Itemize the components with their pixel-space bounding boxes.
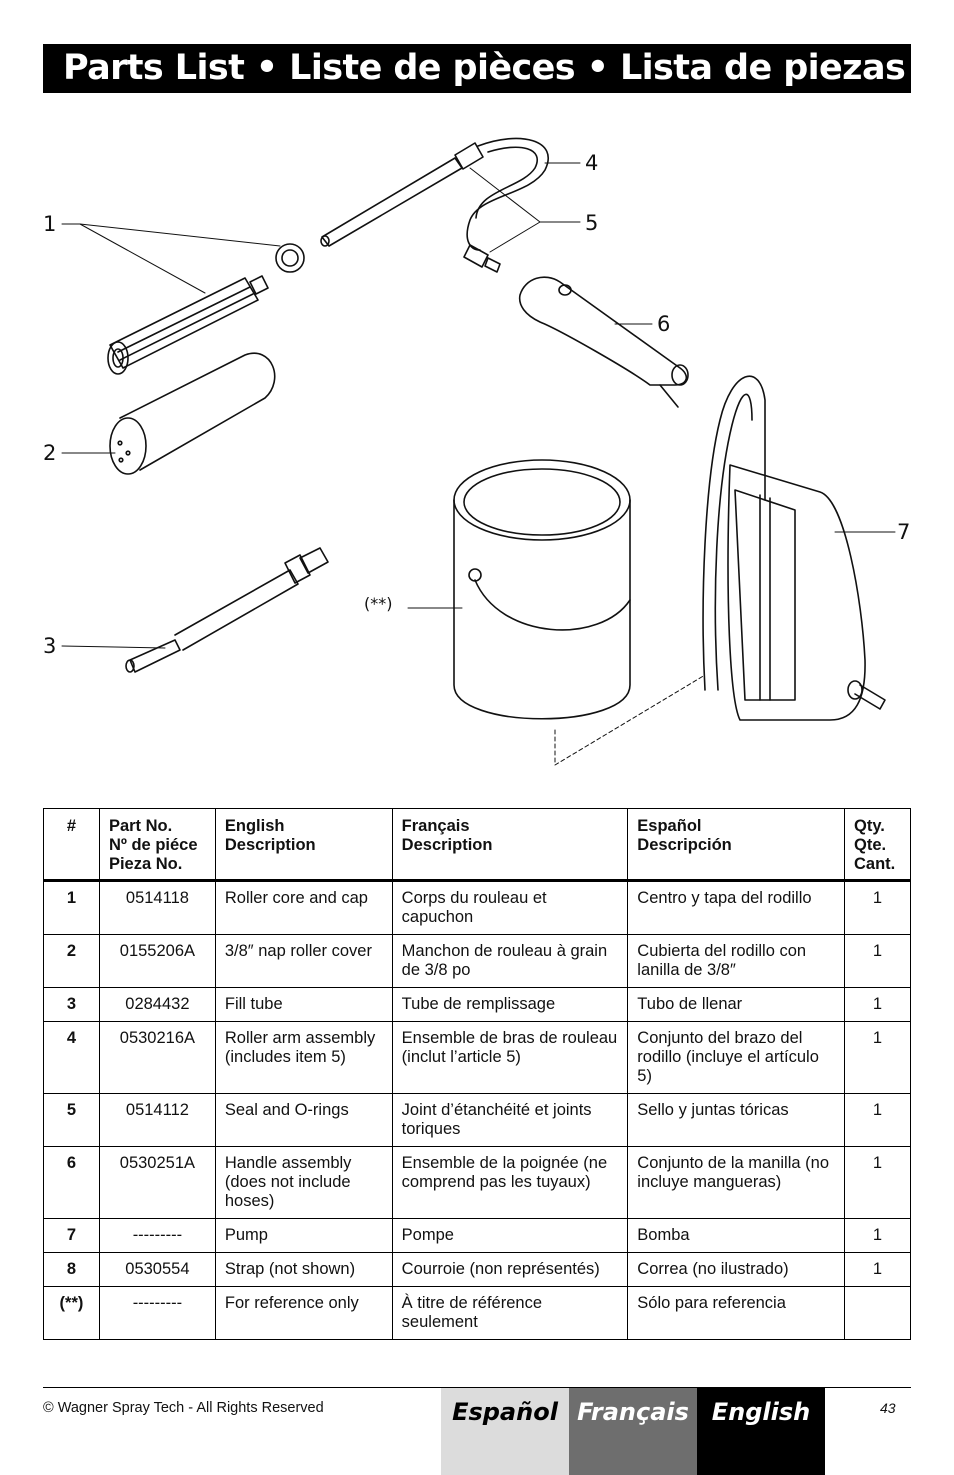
cell-spanish: Tubo de llenar	[627, 987, 845, 1022]
callout-6: 6	[657, 312, 671, 336]
parts-diagram: 1 2 3 4 5 6 7 (**)	[0, 100, 954, 780]
parts-illustration	[61, 137, 896, 766]
pump-drawing	[702, 375, 886, 721]
footer-rule	[43, 1387, 911, 1388]
cell-french: Ensemble de la poignée (ne comprend pas …	[391, 1146, 629, 1219]
cell-number: 7	[43, 1218, 100, 1253]
cell-part-no: 0530216A	[98, 1021, 216, 1094]
cell-english: Roller arm assembly (includes item 5)	[214, 1021, 393, 1094]
cell-part-no: 0514118	[98, 880, 216, 935]
cell-french: Corps du rouleau et capuchon	[391, 880, 629, 935]
page-title: Parts List • Liste de pièces • Lista de …	[63, 48, 906, 88]
cell-part-no: ---------	[98, 1218, 216, 1253]
cell-part-no: 0530251A	[98, 1146, 216, 1219]
roller-cover-drawing	[109, 352, 276, 475]
roller-core-drawing	[107, 243, 305, 375]
cell-english: Seal and O-rings	[214, 1093, 393, 1147]
cell-english: For reference only	[214, 1286, 393, 1340]
cell-english: Pump	[214, 1218, 393, 1253]
cell-qty: 1	[843, 1146, 912, 1219]
cell-english: Fill tube	[214, 987, 393, 1022]
cell-part-no: 0284432	[98, 987, 216, 1022]
cell-part-no: ---------	[98, 1286, 216, 1340]
language-tab-spanish[interactable]: Español	[441, 1388, 569, 1475]
cell-number: 3	[43, 987, 100, 1022]
cell-spanish: Bomba	[627, 1218, 845, 1253]
callout-2: 2	[43, 441, 57, 465]
roller-arm-drawing	[320, 137, 549, 273]
cell-number: 1	[43, 880, 100, 935]
callout-7: 7	[897, 520, 911, 544]
cell-number: 2	[43, 934, 100, 988]
copyright: © Wagner Spray Tech - All Rights Reserve…	[43, 1400, 324, 1416]
cell-english: Strap (not shown)	[214, 1252, 393, 1287]
callout-1: 1	[43, 212, 57, 236]
cell-french: Ensemble de bras de rouleau (inclut l’ar…	[391, 1021, 629, 1094]
cell-number: 5	[43, 1093, 100, 1147]
cell-number: 6	[43, 1146, 100, 1219]
cell-part-no: 0514112	[98, 1093, 216, 1147]
cell-qty: 1	[843, 880, 912, 935]
cell-english: Roller core and cap	[214, 880, 393, 935]
fill-tube-drawing	[125, 547, 329, 673]
title-bar: Parts List • Liste de pièces • Lista de …	[43, 44, 911, 93]
cell-french: Joint d’étanchéité et joints toriques	[391, 1093, 629, 1147]
cell-spanish: Sello y juntas tóricas	[627, 1093, 845, 1147]
cell-number: 8	[43, 1252, 100, 1287]
cell-spanish: Centro y tapa del rodillo	[627, 880, 845, 935]
cell-part-no: 0530554	[98, 1252, 216, 1287]
cell-english: 3/8″ nap roller cover	[214, 934, 393, 988]
callout-reference: (**)	[364, 594, 393, 613]
header-number: #	[43, 808, 100, 882]
language-tab-english[interactable]: English	[697, 1388, 825, 1475]
cell-qty: 1	[843, 987, 912, 1022]
handle-drawing	[518, 276, 689, 408]
cell-qty	[843, 1286, 912, 1340]
page-number: 43	[880, 1400, 896, 1416]
cell-qty: 1	[843, 1093, 912, 1147]
cell-english: Handle assembly (does not include hoses)	[214, 1146, 393, 1219]
cell-spanish: Conjunto del brazo del rodillo (incluye …	[627, 1021, 845, 1094]
cell-french: À titre de référence seulement	[391, 1286, 629, 1340]
cell-spanish: Cubierta del rodillo con lanilla de 3/8″	[627, 934, 845, 988]
header-qty: Qty.Qte.Cant.	[843, 808, 912, 882]
paint-can-drawing	[453, 459, 706, 766]
cell-qty: 1	[843, 934, 912, 988]
cell-spanish: Correa (no ilustrado)	[627, 1252, 845, 1287]
cell-qty: 1	[843, 1218, 912, 1253]
callout-5: 5	[585, 211, 599, 235]
cell-number: (**)	[43, 1286, 100, 1340]
cell-qty: 1	[843, 1021, 912, 1094]
cell-spanish: Sólo para referencia	[627, 1286, 845, 1340]
language-tab-french[interactable]: Français	[569, 1388, 697, 1475]
cell-french: Tube de remplissage	[391, 987, 629, 1022]
cell-french: Pompe	[391, 1218, 629, 1253]
callout-3: 3	[43, 634, 57, 658]
cell-spanish: Conjunto de la manilla (no incluye mangu…	[627, 1146, 845, 1219]
cell-french: Manchon de rouleau à grain de 3/8 po	[391, 934, 629, 988]
cell-french: Courroie (non représentés)	[391, 1252, 629, 1287]
cell-number: 4	[43, 1021, 100, 1094]
cell-qty: 1	[843, 1252, 912, 1287]
cell-part-no: 0155206A	[98, 934, 216, 988]
callout-4: 4	[585, 151, 599, 175]
